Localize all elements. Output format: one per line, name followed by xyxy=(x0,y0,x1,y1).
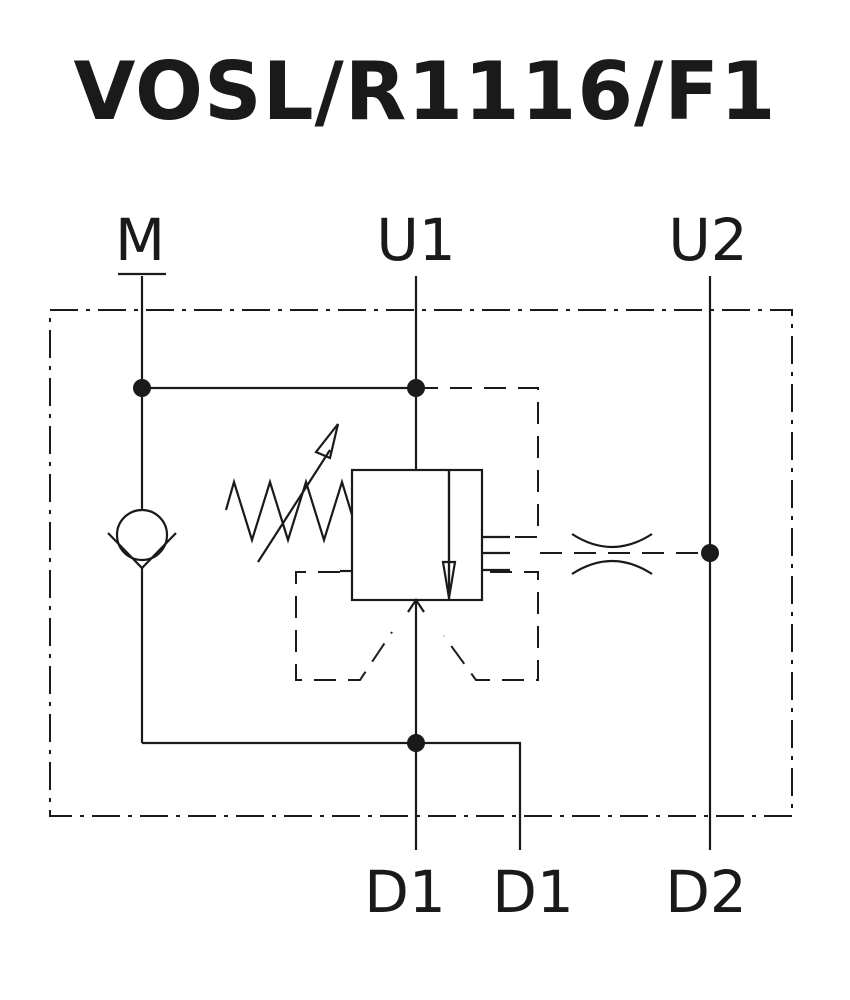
port-label-m: M xyxy=(115,206,165,274)
adjustment-arrow-shaft xyxy=(257,449,331,563)
port-label-d1-left: D1 xyxy=(364,858,446,926)
junction-dot xyxy=(133,379,151,397)
port-label-d1-right: D1 xyxy=(492,858,574,926)
port-label-d2: D2 xyxy=(665,858,747,926)
adjustable-spring xyxy=(224,478,354,544)
orifice-restrictor-top xyxy=(571,533,653,549)
valve-flow-arrowhead xyxy=(441,560,457,599)
orifice-restrictor-bottom xyxy=(571,559,653,575)
pilot-line-left xyxy=(295,571,393,681)
junction-dot xyxy=(701,544,719,562)
adjustment-arrowhead xyxy=(314,423,340,460)
pilot-line-upper xyxy=(416,387,539,538)
check-valve-ball xyxy=(115,508,169,562)
lower-connection-line xyxy=(142,741,522,850)
port-label-u1: U1 xyxy=(376,206,455,274)
pilot-line-right xyxy=(443,571,539,681)
port-label-u2: U2 xyxy=(668,206,747,274)
relief-valve-block xyxy=(350,468,484,602)
junction-dot xyxy=(407,734,425,752)
diagram-title: VOSL/R1116/F1 xyxy=(73,45,777,138)
